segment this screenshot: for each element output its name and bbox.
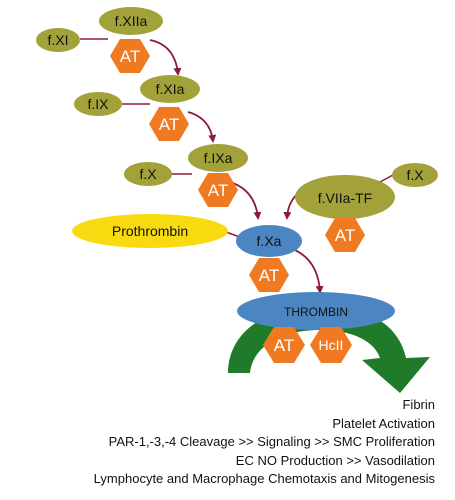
factor-ixa-node: f.IXa <box>188 144 248 172</box>
hcii-hexagon-thrombin: HcII <box>310 327 352 363</box>
thrombin-node: THROMBIN <box>237 292 395 330</box>
at-label-xia: AT <box>159 115 179 134</box>
at-hexagon-xa: AT <box>249 258 289 292</box>
effect-ec-no-production: EC NO Production >> Vasodilation <box>235 452 435 468</box>
factor-xa-label: f.Xa <box>257 233 282 249</box>
at-label-xa: AT <box>259 266 279 285</box>
prothrombin-label: Prothrombin <box>112 223 188 239</box>
at-label-ixa: AT <box>208 181 228 200</box>
at-hexagon-xia: AT <box>149 107 189 141</box>
factor-xi-ellipse <box>36 28 80 52</box>
factor-xi-node: f.XI <box>36 28 80 52</box>
factor-xiia-node: f.XIIa <box>99 7 163 35</box>
factor-xa-ellipse <box>236 225 302 257</box>
arrow-fxa-to-thrombin <box>289 247 324 294</box>
arrow-fxia-to-fixa <box>187 111 217 143</box>
factor-x-left-node: f.X <box>124 162 172 186</box>
factor-ix-ellipse <box>74 92 122 116</box>
at-hexagon-xiia: AT <box>110 39 150 73</box>
effect-fibrin: Fibrin <box>402 397 435 412</box>
factor-xia-label: f.XIa <box>156 81 185 97</box>
thrombin-label: THROMBIN <box>284 305 348 319</box>
effect-par-cleavage: PAR-1,-3,-4 Cleavage >> Signaling >> SMC… <box>108 434 435 449</box>
at-hexagon-xia-shape <box>149 107 189 141</box>
at-hexagon-xiia-shape <box>110 39 150 73</box>
factor-viia-tf-ellipse <box>295 175 395 219</box>
effect-chemotaxis-mitogenesis: Lymphocyte and Macrophage Chemotaxis and… <box>93 471 435 486</box>
at-hexagon-ixa: AT <box>198 173 238 207</box>
effect-platelet-activation: Platelet Activation <box>332 415 435 431</box>
at-label-thrombin: AT <box>274 336 294 355</box>
prothrombin-ellipse <box>72 214 228 248</box>
factor-x-left-label: f.X <box>139 166 157 182</box>
hcii-label: HcII <box>319 337 344 353</box>
factor-xiia-ellipse <box>99 7 163 35</box>
coagulation-cascade-diagram: f.XI f.XIIa AT f.IX f.XIa AT f.X <box>36 7 438 393</box>
factor-viia-tf-node: f.VIIa-TF <box>295 175 395 219</box>
factor-x-right-ellipse <box>392 163 438 187</box>
at-hexagon-viia-tf: AT <box>325 218 365 252</box>
factor-xia-ellipse <box>140 75 200 103</box>
thrombin-effects-list: Fibrin Platelet Activation PAR-1,-3,-4 C… <box>5 396 435 489</box>
factor-viia-tf-label: f.VIIa-TF <box>318 190 372 206</box>
at-hexagon-xa-shape <box>249 258 289 292</box>
arrow-fxiia-to-fxia <box>149 39 182 76</box>
factor-xi-label: f.XI <box>47 32 68 48</box>
factor-x-right-node: f.X <box>392 163 438 187</box>
at-hexagon-viia-tf-shape <box>325 218 365 252</box>
factor-xiia-label: f.XIIa <box>115 13 148 29</box>
factor-ixa-ellipse <box>188 144 248 172</box>
at-hexagon-thrombin: AT <box>263 327 305 363</box>
factor-ix-label: f.IX <box>87 96 109 112</box>
factor-ixa-label: f.IXa <box>204 150 233 166</box>
at-label-viia-tf: AT <box>335 226 355 245</box>
factor-x-right-label: f.X <box>406 167 424 183</box>
factor-xa-node: f.Xa <box>236 225 302 257</box>
prothrombin-node: Prothrombin <box>72 214 228 248</box>
factor-ix-node: f.IX <box>74 92 122 116</box>
at-hexagon-ixa-shape <box>198 173 238 207</box>
factor-xia-node: f.XIa <box>140 75 200 103</box>
at-label-xiia: AT <box>120 47 140 66</box>
at-hexagon-thrombin-shape <box>263 327 305 363</box>
thrombin-ellipse <box>237 292 395 330</box>
factor-x-left-ellipse <box>124 162 172 186</box>
hcii-hexagon-shape <box>310 327 352 363</box>
